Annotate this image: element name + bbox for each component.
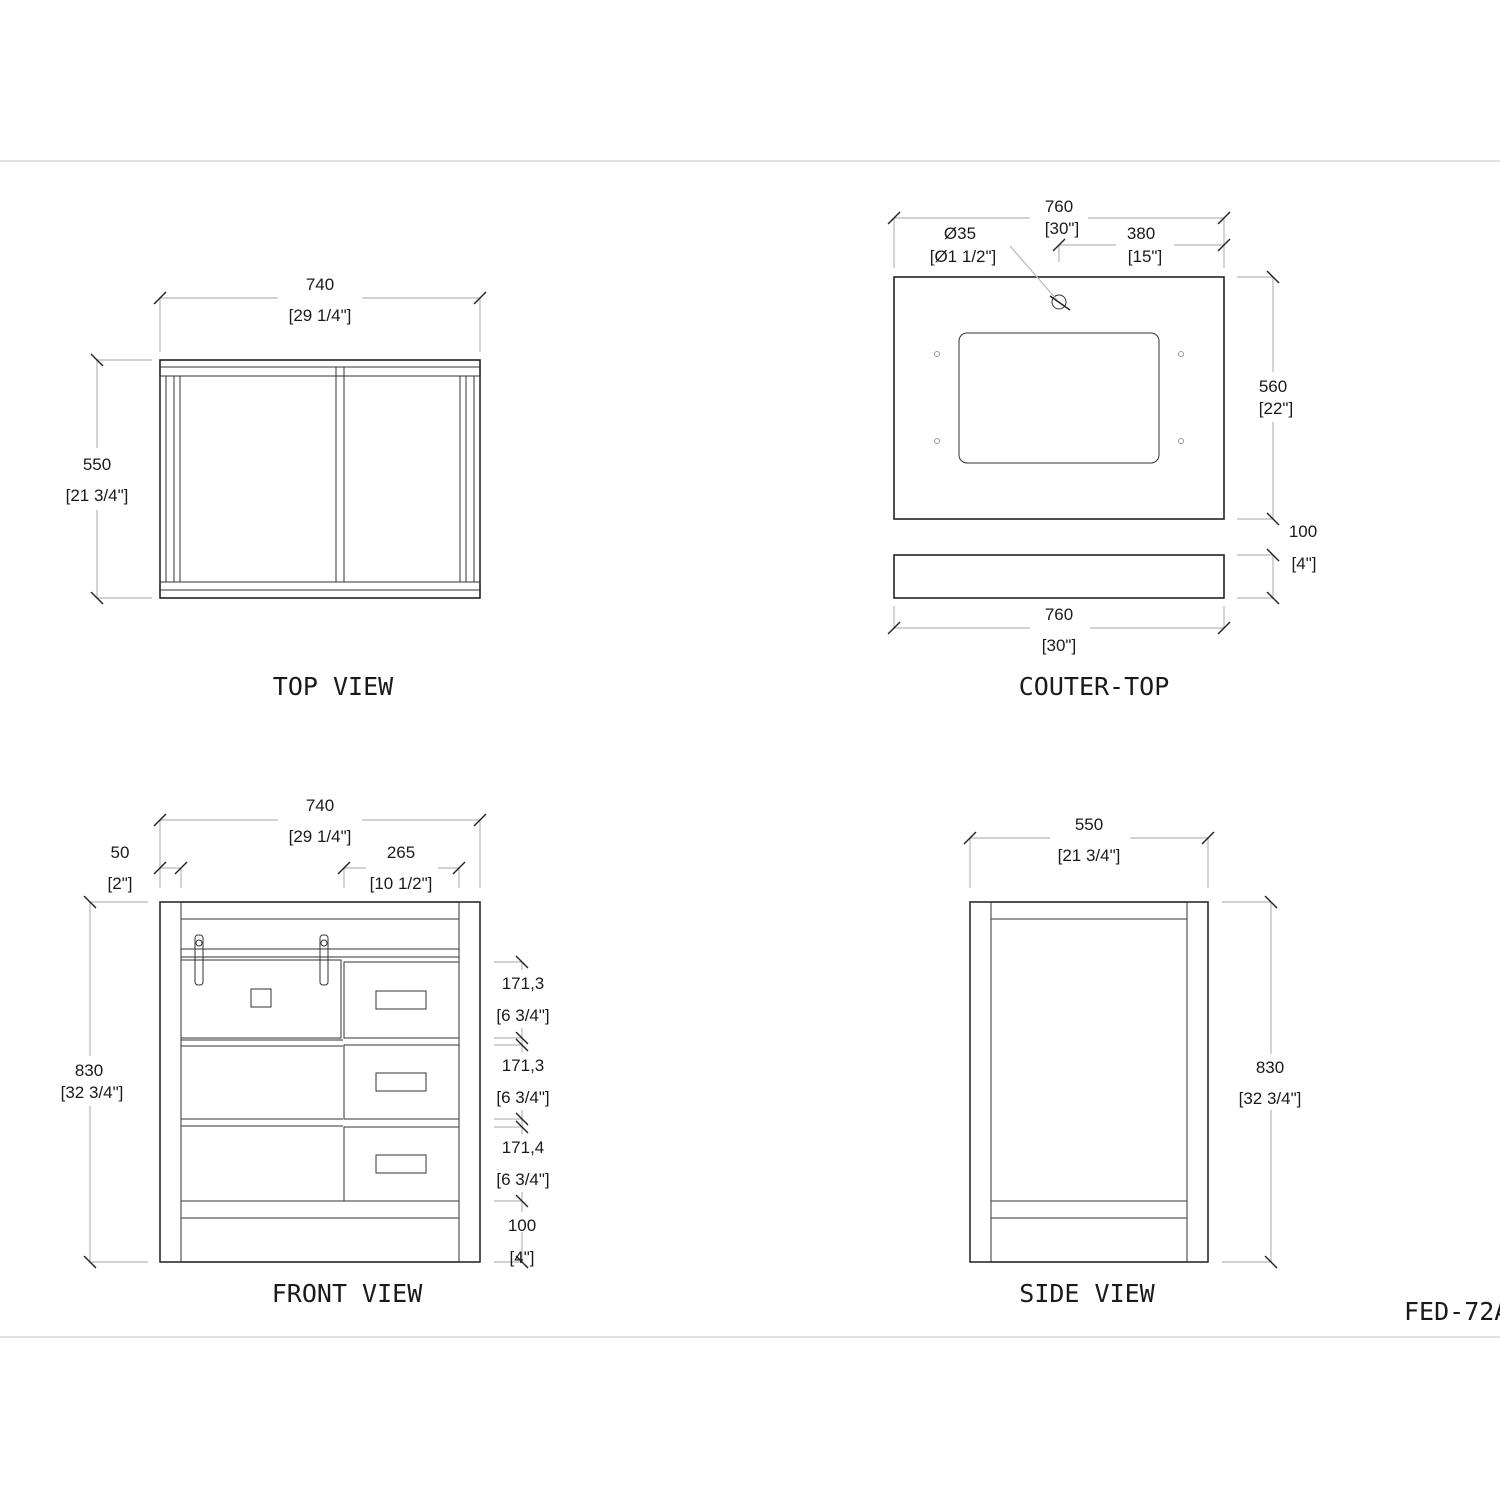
sheet-code: FED-72A (1404, 1297, 1500, 1326)
drawer-middle (343, 1044, 460, 1120)
right-leg (458, 901, 481, 1263)
counter-top-width-mm: 760 (1045, 197, 1073, 216)
front-view-title: FRONT VIEW (272, 1279, 423, 1308)
bottom-height-in: [4"] (510, 1248, 535, 1267)
drawer3-height-in: [6 3/4"] (496, 1170, 549, 1189)
drawer-top-handle (375, 990, 427, 1010)
counter-top-front-width-in: [30"] (1042, 636, 1076, 655)
front-view-height-mm: 830 (75, 1061, 103, 1080)
counter-top-thickness-mm: 100 (1289, 522, 1317, 541)
counter-top-thickness-in: [4"] (1292, 554, 1317, 573)
door-hanger-left (194, 934, 204, 986)
drawer2-height-mm: 171,3 (502, 1056, 545, 1075)
drawer-width-in: [10 1/2"] (370, 874, 433, 893)
sink-cutout (958, 332, 1160, 464)
top-view-outline (159, 359, 481, 599)
top-view-title: TOP VIEW (273, 672, 394, 701)
top-view-depth-mm: 550 (83, 455, 111, 474)
side-view: 550 [21 3/4"] 830 [32 3/4"] SIDE VIEW (963, 810, 1308, 1308)
top-view-width-mm: 740 (306, 275, 334, 294)
counter-top-width-in: [30"] (1045, 219, 1079, 238)
front-view-height-in: [32 3/4"] (61, 1083, 124, 1102)
counter-top-front-edge (893, 554, 1225, 599)
left-leg (159, 901, 182, 1263)
bottom-height-mm: 100 (508, 1216, 536, 1235)
hole-diameter-in: [Ø1 1/2"] (930, 247, 997, 266)
drawer-top (343, 961, 460, 1039)
hole-offset-mm: 380 (1127, 224, 1155, 243)
side-view-depth-in: [21 3/4"] (1058, 846, 1121, 865)
side-view-title: SIDE VIEW (1019, 1279, 1155, 1308)
door-hanger-right (319, 934, 329, 986)
hole-diameter-mm: Ø35 (944, 224, 976, 243)
side-view-height-in: [32 3/4"] (1239, 1089, 1302, 1108)
front-view-width-in: [29 1/4"] (289, 827, 352, 846)
barn-door (180, 959, 342, 1039)
hole-offset-in: [15"] (1128, 247, 1162, 266)
counter-top-front-width-mm: 760 (1045, 605, 1073, 624)
door-handle (250, 988, 272, 1008)
drawer1-height-in: [6 3/4"] (496, 1006, 549, 1025)
drawer-middle-handle (375, 1072, 427, 1092)
side-view-outline (969, 901, 1209, 1263)
top-view-width-in: [29 1/4"] (289, 306, 352, 325)
faucet-hole (1051, 294, 1067, 310)
counter-top-depth-in: [22"] (1259, 399, 1293, 418)
side-leg-front (969, 901, 992, 1263)
counter-top-depth-mm: 560 (1259, 377, 1287, 396)
post-width-in: [2"] (108, 874, 133, 893)
counter-top-view: 760 [30"] 380 [15"] Ø35 [Ø1 1/2"] 560 [2… (887, 193, 1317, 701)
drawer2-height-in: [6 3/4"] (496, 1088, 549, 1107)
side-leg-back (1186, 901, 1209, 1263)
front-view-width-mm: 740 (306, 796, 334, 815)
front-view: 740 [29 1/4"] 50 [2"] 265 [10 1/2"] 830 … (56, 792, 554, 1308)
drawer1-height-mm: 171,3 (502, 974, 545, 993)
side-view-depth-mm: 550 (1075, 815, 1103, 834)
counter-top-title: COUTER-TOP (1019, 672, 1170, 701)
drawer3-height-mm: 171,4 (502, 1138, 545, 1157)
top-view-depth-in: [21 3/4"] (66, 486, 129, 505)
drawer-bottom-handle (375, 1154, 427, 1174)
side-view-height-mm: 830 (1256, 1058, 1284, 1077)
counter-top-outline (893, 276, 1225, 520)
drawer-bottom (343, 1126, 460, 1202)
drawer-width-mm: 265 (387, 843, 415, 862)
post-width-mm: 50 (111, 843, 130, 862)
top-view: 740 [29 1/4"] 550 [21 3/4"] TOP VIEW (56, 270, 487, 701)
